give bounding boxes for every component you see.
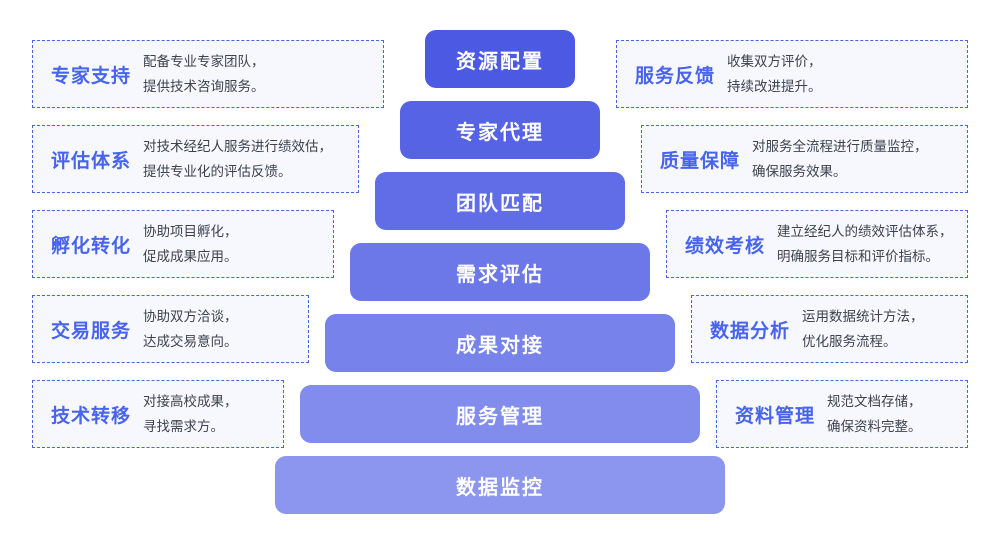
pyramid-level-label: 服务管理 <box>456 405 544 428</box>
card-desc-line2: 明确服务目标和评价指标。 <box>777 249 940 264</box>
card-title: 专家支持 <box>51 65 132 87</box>
pyramid-level-label: 需求评估 <box>456 263 544 286</box>
card-title: 评估体系 <box>51 150 132 172</box>
card-description: 收集双方评价， 持续改进提升。 <box>727 49 822 99</box>
card-description: 对接高校成果， 寻找需求方。 <box>143 389 238 439</box>
card-desc-line2: 确保服务效果。 <box>752 164 847 179</box>
pyramid-level-1: 资源配置 <box>425 30 575 88</box>
card-desc-line2: 提供技术咨询服务。 <box>143 79 265 94</box>
card-desc-line1: 协助项目孵化， <box>143 224 238 239</box>
right-card-1: 服务反馈收集双方评价， 持续改进提升。 <box>616 40 968 108</box>
card-desc-line1: 配备专业专家团队， <box>143 54 265 69</box>
card-description: 协助项目孵化， 促成成果应用。 <box>143 219 238 269</box>
card-title: 服务反馈 <box>635 65 716 87</box>
pyramid-level-4: 需求评估 <box>350 243 650 301</box>
pyramid-level-label: 团队匹配 <box>456 192 544 215</box>
card-desc-line1: 协助双方洽谈， <box>143 309 238 324</box>
card-description: 配备专业专家团队， 提供技术咨询服务。 <box>143 49 265 99</box>
card-description: 建立经纪人的绩效评估体系， 明确服务目标和评价指标。 <box>777 219 953 269</box>
left-card-5: 技术转移对接高校成果， 寻找需求方。 <box>32 380 284 448</box>
card-title: 质量保障 <box>660 150 741 172</box>
left-card-3: 孵化转化协助项目孵化， 促成成果应用。 <box>32 210 334 278</box>
card-description: 对服务全流程进行质量监控， 确保服务效果。 <box>752 134 928 184</box>
card-title: 交易服务 <box>51 320 132 342</box>
left-card-1: 专家支持配备专业专家团队， 提供技术咨询服务。 <box>32 40 384 108</box>
pyramid-level-label: 成果对接 <box>456 334 544 357</box>
left-card-4: 交易服务协助双方洽谈， 达成交易意向。 <box>32 295 309 363</box>
card-title: 数据分析 <box>710 320 791 342</box>
card-title: 资料管理 <box>735 405 816 427</box>
right-card-3: 绩效考核建立经纪人的绩效评估体系， 明确服务目标和评价指标。 <box>666 210 968 278</box>
card-desc-line1: 建立经纪人的绩效评估体系， <box>777 224 953 239</box>
card-title: 绩效考核 <box>685 235 766 257</box>
pyramid-level-7: 数据监控 <box>275 456 725 514</box>
card-desc-line1: 对接高校成果， <box>143 394 238 409</box>
card-desc-line1: 收集双方评价， <box>727 54 822 69</box>
card-desc-line2: 持续改进提升。 <box>727 79 822 94</box>
card-description: 运用数据统计方法， 优化服务流程。 <box>802 304 924 354</box>
card-desc-line2: 促成成果应用。 <box>143 249 238 264</box>
pyramid-level-label: 专家代理 <box>456 121 544 144</box>
card-desc-line1: 对服务全流程进行质量监控， <box>752 139 928 154</box>
pyramid-level-label: 资源配置 <box>456 50 544 73</box>
right-card-2: 质量保障对服务全流程进行质量监控， 确保服务效果。 <box>641 125 968 193</box>
card-description: 对技术经纪人服务进行绩效估， 提供专业化的评估反馈。 <box>143 134 332 184</box>
right-card-5: 资料管理规范文档存储， 确保资料完整。 <box>716 380 968 448</box>
card-title: 技术转移 <box>51 405 132 427</box>
card-desc-line2: 确保资料完整。 <box>827 419 922 434</box>
card-desc-line2: 优化服务流程。 <box>802 334 897 349</box>
card-desc-line1: 规范文档存储， <box>827 394 922 409</box>
card-desc-line2: 达成交易意向。 <box>143 334 238 349</box>
right-card-4: 数据分析运用数据统计方法， 优化服务流程。 <box>691 295 968 363</box>
card-description: 规范文档存储， 确保资料完整。 <box>827 389 922 439</box>
card-desc-line2: 寻找需求方。 <box>143 419 225 434</box>
left-card-2: 评估体系对技术经纪人服务进行绩效估， 提供专业化的评估反馈。 <box>32 125 359 193</box>
pyramid-level-6: 服务管理 <box>300 385 700 443</box>
pyramid-level-3: 团队匹配 <box>375 172 625 230</box>
card-desc-line1: 对技术经纪人服务进行绩效估， <box>143 139 333 154</box>
card-title: 孵化转化 <box>51 235 132 257</box>
pyramid-level-5: 成果对接 <box>325 314 675 372</box>
pyramid-level-2: 专家代理 <box>400 101 600 159</box>
pyramid-level-label: 数据监控 <box>456 476 544 499</box>
card-desc-line2: 提供专业化的评估反馈。 <box>143 164 292 179</box>
card-desc-line1: 运用数据统计方法， <box>802 309 924 324</box>
card-description: 协助双方洽谈， 达成交易意向。 <box>143 304 238 354</box>
